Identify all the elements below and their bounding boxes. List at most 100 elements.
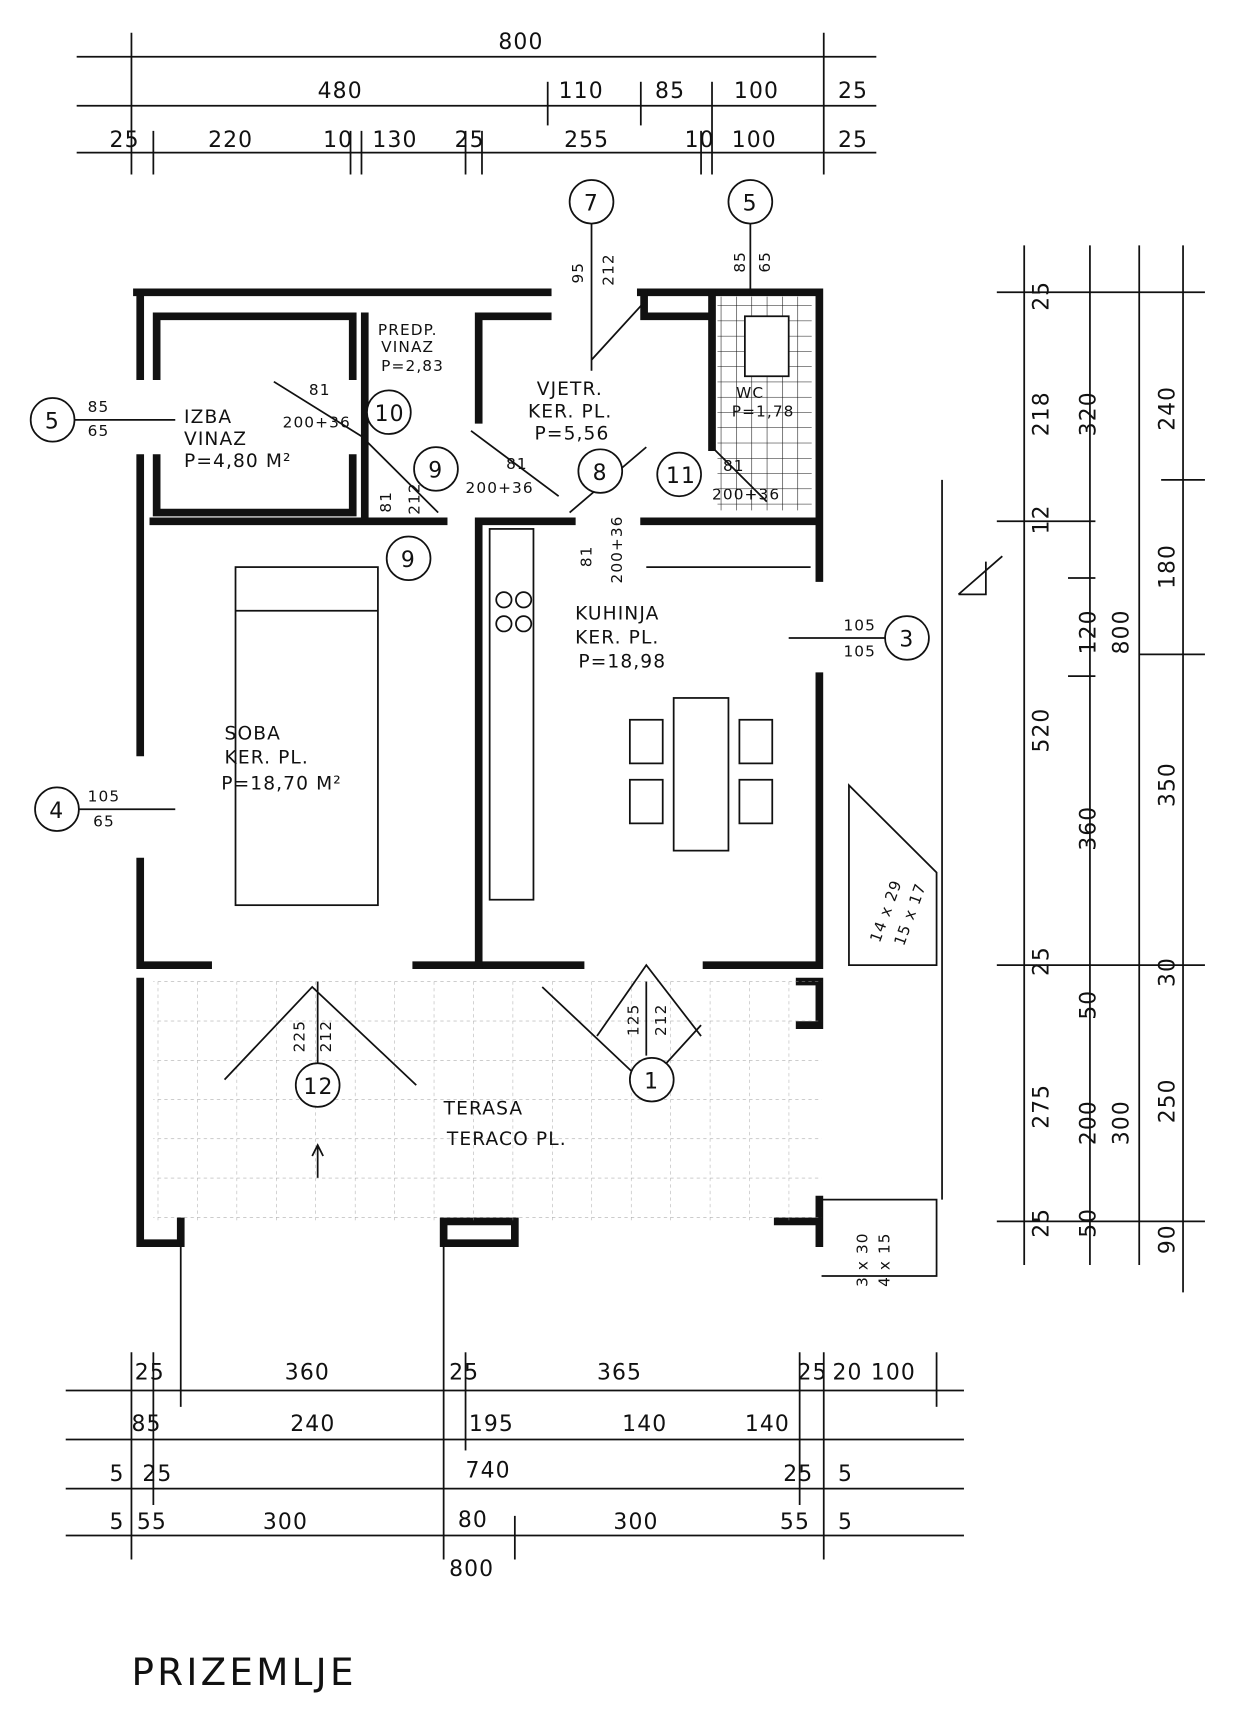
room-soba-floor: KER. PL. — [225, 747, 309, 768]
marker-5-top-width: 85 — [731, 251, 749, 273]
dim: 130 — [372, 128, 417, 153]
marker-4 — [34, 786, 80, 832]
dim: 25 — [110, 128, 140, 153]
dim: 140 — [745, 1412, 790, 1437]
marker-9-b-height: 212 — [406, 482, 424, 514]
dim: 25 — [1029, 946, 1054, 976]
top-dimensions: 800 480 110 85 100 25 25 220 10 130 25 2… — [76, 30, 877, 175]
marker-11-height: 200+36 — [712, 486, 780, 504]
room-izba-area: P=4,80 M² — [184, 451, 292, 472]
kitchen-door-width: 81 — [577, 545, 595, 567]
dim: 300 — [263, 1510, 308, 1535]
dim: 25 — [797, 1361, 827, 1386]
marker-10-num: 10 — [375, 402, 405, 427]
dim: 20 — [833, 1361, 863, 1386]
dim: 365 — [597, 1361, 642, 1386]
dim: 80 — [458, 1508, 488, 1533]
room-vjetr-floor: KER. PL. — [528, 402, 612, 423]
dim: 350 — [1155, 762, 1180, 807]
dim: 360 — [285, 1361, 330, 1386]
marker-5-left-width: 85 — [88, 398, 110, 416]
room-soba-name: SOBA — [225, 723, 281, 744]
marker-5-left-height: 65 — [88, 422, 110, 440]
marker-5-left-num: 5 — [45, 410, 60, 435]
marker-1 — [628, 1056, 675, 1103]
dim: 195 — [469, 1412, 514, 1437]
bottom-dimensions: 25 360 25 365 25 20 100 85 240 195 140 1… — [65, 1243, 964, 1582]
marker-5-left — [29, 397, 76, 443]
dim: 5 — [838, 1462, 853, 1487]
dim: 25 — [449, 1361, 479, 1386]
room-izba-name: IZBA — [184, 407, 232, 428]
right-dimensions: 25 218 12 520 25 275 25 320 120 360 50 2… — [996, 245, 1205, 1293]
dim-bottom-total: 800 — [449, 1557, 494, 1582]
walls — [133, 288, 824, 1248]
dim: 100 — [732, 128, 777, 153]
dim: 10 — [323, 128, 353, 153]
marker-7 — [568, 179, 615, 225]
room-kuhinja-name: KUHINJA — [575, 603, 659, 624]
dim: 520 — [1029, 708, 1054, 753]
marker-11-width: 81 — [723, 457, 745, 475]
marker-7-num: 7 — [584, 192, 599, 217]
dim: 800 — [1109, 609, 1134, 654]
room-predp-floor: VINAZ — [381, 338, 434, 356]
marker-1-width: 125 — [625, 1004, 643, 1036]
marker-9-b-num: 9 — [401, 548, 416, 573]
dim: 50 — [1076, 1208, 1101, 1238]
dim: 140 — [622, 1412, 667, 1437]
marker-5-top — [727, 179, 774, 225]
marker-12-height: 212 — [317, 1020, 335, 1052]
marker-4-height: 65 — [93, 813, 115, 831]
marker-1-num: 1 — [644, 1069, 659, 1094]
dim: 300 — [613, 1510, 658, 1535]
marker-5-top-num: 5 — [743, 192, 758, 217]
bed-icon — [234, 566, 379, 907]
dim: 300 — [1109, 1100, 1134, 1145]
marker-12-width: 225 — [290, 1020, 308, 1052]
marker-4-num: 4 — [49, 799, 64, 824]
north-arrow-icon — [941, 479, 1003, 1200]
drawing-title: PRIZEMLJE — [131, 1651, 356, 1694]
marker-11-num: 11 — [666, 464, 696, 489]
marker-12-num: 12 — [303, 1075, 333, 1100]
dim: 30 — [1155, 957, 1180, 987]
dim: 25 — [142, 1462, 172, 1487]
dim: 25 — [838, 79, 868, 104]
toilet-icon — [744, 315, 790, 378]
stairs-terrace-risers: 4 x 15 — [875, 1232, 893, 1286]
dim: 25 — [135, 1361, 165, 1386]
furniture — [223, 299, 1003, 1277]
dim: 255 — [564, 128, 609, 153]
marker-8-num: 8 — [593, 461, 608, 486]
dim: 120 — [1076, 609, 1101, 654]
dim: 25 — [1029, 1208, 1054, 1238]
dim: 250 — [1155, 1078, 1180, 1123]
kitchen-door-height: 200+36 — [608, 516, 626, 584]
dim: 5 — [110, 1510, 125, 1535]
kitchen-counter-icon — [488, 528, 535, 901]
marker-9-a-width: 81 — [506, 455, 528, 473]
terrace-paving — [153, 981, 822, 1222]
dim: 85 — [131, 1412, 161, 1437]
dim: 180 — [1155, 544, 1180, 589]
marker-12 — [294, 1062, 341, 1108]
dim: 275 — [1029, 1084, 1054, 1129]
dim: 25 — [838, 128, 868, 153]
dim: 100 — [734, 79, 779, 104]
dim: 200 — [1076, 1100, 1101, 1145]
marker-10-width: 81 — [309, 381, 331, 399]
dim: 10 — [685, 128, 715, 153]
room-izba-floor: VINAZ — [184, 429, 247, 450]
dim: 55 — [137, 1510, 167, 1535]
marker-9-b — [385, 535, 432, 582]
room-vjetr-name: VJETR. — [537, 379, 603, 400]
marker-4-width: 105 — [88, 788, 121, 806]
dim: 50 — [1076, 990, 1101, 1020]
marker-7-width: 95 — [569, 262, 587, 284]
stairs-icon — [848, 783, 938, 967]
room-predp-name: PREDP. — [378, 321, 438, 339]
marker-9-b-width: 81 — [377, 491, 395, 513]
dim: 218 — [1029, 391, 1054, 436]
